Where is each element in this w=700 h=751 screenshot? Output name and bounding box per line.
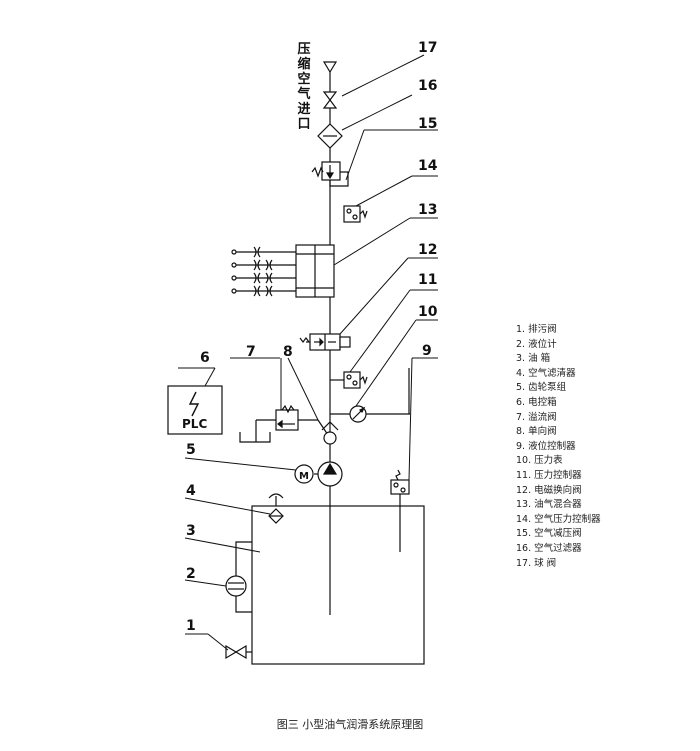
reducing-valve-symbol — [311, 161, 349, 187]
gear-pump-symbol — [314, 461, 343, 487]
control-box-symbol — [167, 385, 223, 435]
legend-item: 5. 齿轮泵组 — [516, 382, 567, 394]
callout-17: 17 — [418, 40, 437, 56]
air-cleaner-symbol — [268, 493, 284, 524]
legend-item: 7. 溢流阀 — [516, 411, 557, 423]
callout-14: 14 — [418, 158, 438, 174]
figure-caption: 图三 小型油气润滑系统原理图 — [276, 718, 424, 731]
callout-10: 10 — [418, 304, 438, 320]
callout-4: 4 — [186, 483, 196, 499]
legend-item: 13. 油气混合器 — [516, 499, 582, 511]
callout-16: 16 — [418, 78, 437, 94]
overflow-valve-symbol — [239, 404, 318, 443]
level-gauge-symbol — [225, 541, 252, 613]
drain-valve-symbol — [225, 644, 252, 660]
callout-15: 15 — [418, 116, 437, 132]
check-valve-symbol — [317, 419, 339, 445]
legend-item: 11. 压力控制器 — [516, 469, 582, 481]
leader-lines — [178, 54, 438, 651]
oil-air-mixer-symbol — [231, 244, 335, 298]
plc-label: PLC — [182, 417, 207, 431]
callout-1: 1 — [186, 618, 196, 634]
pressure-gauge-symbol — [330, 405, 410, 423]
ball-valve-symbol — [322, 61, 338, 109]
callout-7: 7 — [246, 344, 256, 360]
callout-6: 6 — [200, 350, 210, 366]
motor-label: M — [299, 471, 309, 482]
callout-9: 9 — [422, 343, 432, 359]
callout-13: 13 — [418, 202, 437, 218]
legend-item: 10. 压力表 — [516, 455, 563, 467]
callout-5: 5 — [186, 442, 196, 458]
lightning-icon — [188, 391, 200, 417]
legend-item: 2. 液位计 — [516, 338, 557, 350]
legend-item: 14. 空气压力控制器 — [516, 513, 601, 525]
callout-11: 11 — [418, 272, 437, 288]
legend-item: 16. 空气过滤器 — [516, 542, 582, 554]
air-inlet-label: 压缩空气进口 — [297, 42, 311, 132]
callout-8: 8 — [283, 344, 293, 360]
motor-symbol — [294, 464, 314, 484]
air-pressure-controller-symbol — [343, 205, 368, 223]
callout-2: 2 — [186, 566, 196, 582]
solenoid-valve-symbol — [299, 333, 351, 351]
component-legend: 1. 排污阀 2. 液位计 3. 油 箱 4. 空气滤清器 5. 齿轮泵组 6.… — [516, 323, 601, 571]
callout-12: 12 — [418, 242, 437, 258]
legend-item: 9. 液位控制器 — [516, 440, 576, 452]
legend-item: 3. 油 箱 — [516, 353, 551, 365]
air-filter-symbol — [317, 123, 343, 149]
legend-item: 17. 球 阀 — [516, 557, 557, 569]
legend-item: 12. 电磁换向阀 — [516, 484, 582, 496]
oil-tank-symbol — [251, 505, 425, 665]
legend-item: 4. 空气滤清器 — [516, 367, 576, 379]
legend-item: 1. 排污阀 — [516, 324, 557, 335]
level-controller-symbol — [390, 368, 410, 552]
pressure-controller-symbol — [330, 371, 368, 389]
callout-3: 3 — [186, 523, 196, 539]
legend-item: 6. 电控箱 — [516, 396, 557, 408]
legend-item: 15. 空气减压阀 — [516, 528, 582, 540]
legend-item: 8. 单向阀 — [516, 426, 557, 438]
